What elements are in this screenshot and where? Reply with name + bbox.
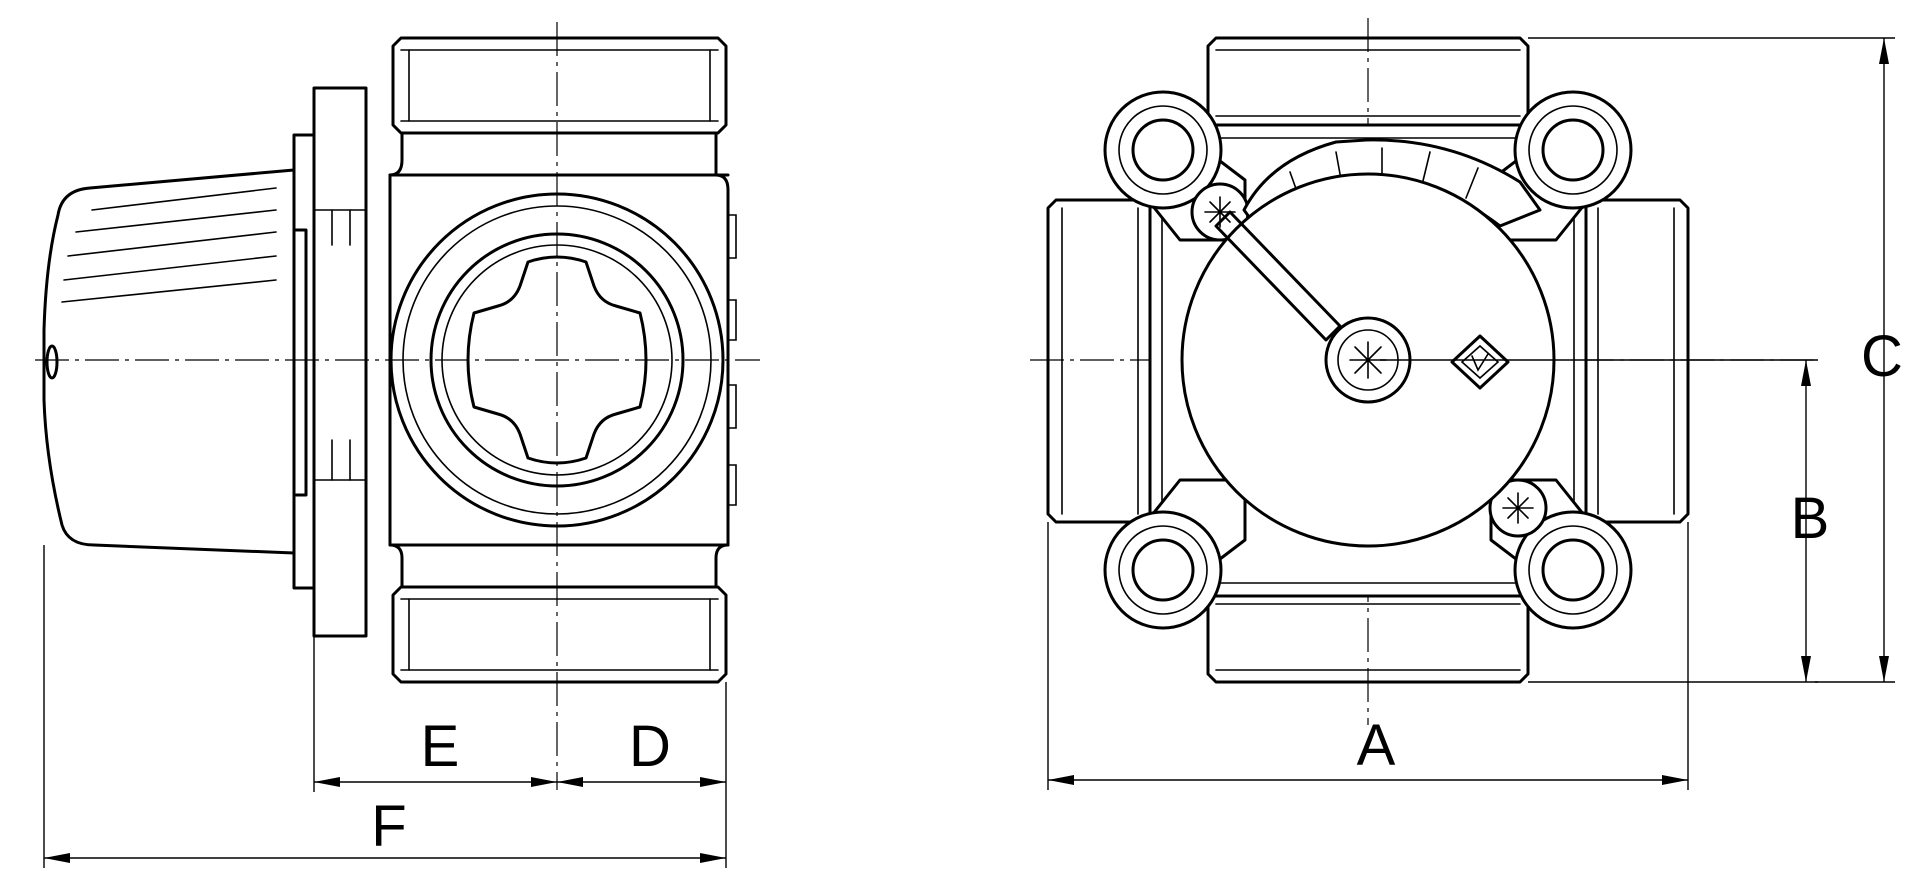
knob-indicator-mark xyxy=(45,344,59,380)
actuator-knob xyxy=(42,168,296,555)
dimension-d: D xyxy=(557,682,727,868)
front-left-port xyxy=(1046,198,1152,524)
dimension-b: B xyxy=(1380,359,1830,683)
dimension-label-f: F xyxy=(371,794,406,859)
dimension-f: F xyxy=(43,545,726,868)
bottom-pipe-connection xyxy=(391,585,728,684)
dimension-label-a: A xyxy=(1357,713,1396,778)
mounting-flange xyxy=(292,86,368,638)
side-view: E D F xyxy=(35,22,760,868)
central-port-side xyxy=(389,192,725,528)
dimension-c: C xyxy=(1528,37,1903,683)
dimension-label-c: C xyxy=(1861,324,1903,389)
dimension-label-d: D xyxy=(629,714,671,779)
pointer-lever xyxy=(1214,210,1342,342)
spindle-cross-shape xyxy=(466,255,648,465)
dimension-a: A xyxy=(1047,522,1689,790)
front-view: A B C xyxy=(1030,18,1903,790)
dimension-e: E xyxy=(313,636,557,792)
front-right-port xyxy=(1584,198,1690,524)
dimension-label-e: E xyxy=(421,714,460,779)
top-pipe-connection xyxy=(391,36,728,135)
valve-body-side xyxy=(388,131,737,589)
dimension-label-b: B xyxy=(1791,486,1830,551)
mounting-screws xyxy=(1190,182,1548,538)
